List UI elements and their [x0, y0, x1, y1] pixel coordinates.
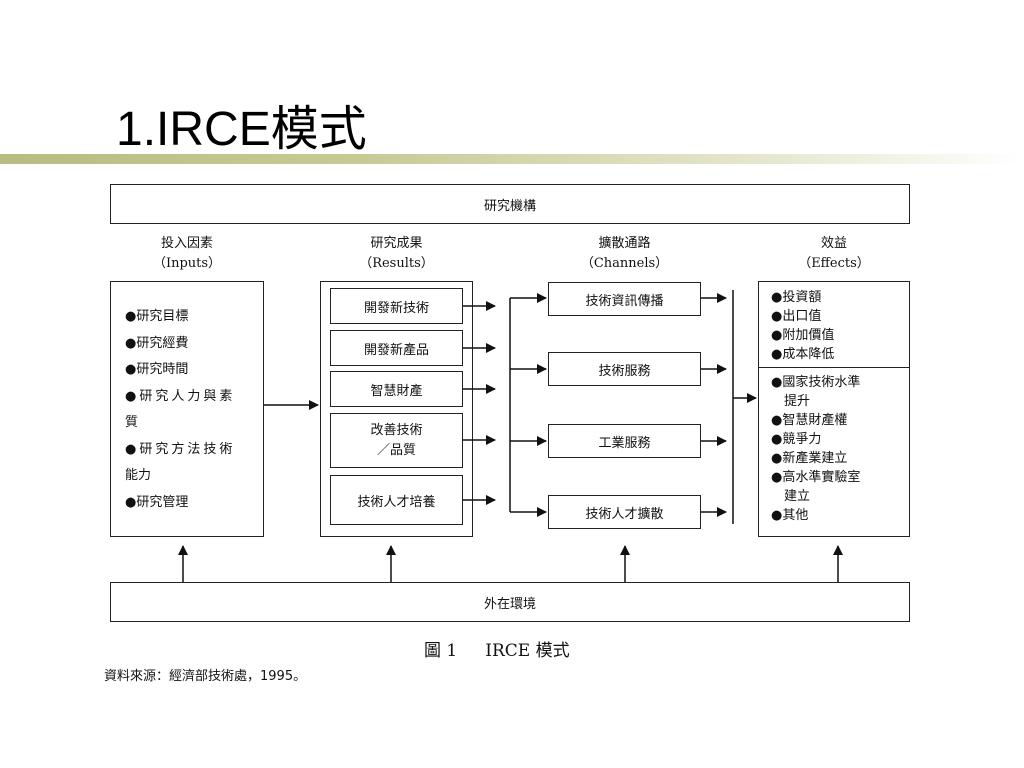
effects-group-economic: ●投資額 ●出口值 ●附加價值 ●成本降低 — [771, 288, 834, 364]
list-item: ●研究經費 — [125, 335, 189, 351]
result-label: 改善技術 — [370, 422, 423, 438]
inputs-subtitle: （Inputs） — [152, 256, 222, 271]
list-item: ●高水準實驗室 — [771, 470, 861, 485]
list-item: 質 — [125, 415, 139, 430]
inputs-header: 投入因素 （Inputs） — [110, 234, 264, 274]
effects-subtitle: （Effects） — [798, 256, 870, 271]
effects-header: 效益 （Effects） — [758, 234, 910, 274]
inputs-list: ●研究目標 ●研究經費 ●研究時間 ●研究人力與素 質 ●研究方法技術 能力 ●… — [125, 304, 235, 516]
result-item: 改善技術 ／品質 — [330, 413, 463, 468]
result-item: 開發新技術 — [330, 288, 463, 324]
inputs-title: 投入因素 — [160, 236, 213, 251]
inputs-box: ●研究目標 ●研究經費 ●研究時間 ●研究人力與素 質 ●研究方法技術 能力 ●… — [110, 281, 264, 537]
list-item: ●研究管理 — [125, 494, 189, 510]
list-item: ●研究時間 — [125, 362, 189, 377]
channels-subtitle: （Channels） — [580, 256, 669, 271]
result-label: 技術人才培養 — [357, 494, 436, 510]
list-item: ●國家技術水準 — [771, 375, 861, 390]
channel-item: 工業服務 — [548, 424, 701, 458]
channel-label: 技術人才擴散 — [585, 506, 664, 522]
result-item: 開發新產品 — [330, 330, 463, 366]
channel-label: 技術服務 — [598, 363, 651, 379]
list-item: 建立 — [784, 489, 811, 504]
effects-group-technology: ●國家技術水準 提升 ●智慧財產權 ●競爭力 ●新產業建立 ●高水準實驗室 建立… — [771, 373, 860, 525]
list-item: ●研究目標 — [125, 309, 189, 324]
list-item: ●競爭力 — [771, 432, 822, 447]
channel-item: 技術人才擴散 — [548, 495, 701, 529]
source-note: 資料來源：經濟部技術處，1995。 — [104, 669, 307, 684]
research-institution-label: 研究機構 — [483, 198, 536, 214]
list-item: ●附加價值 — [771, 328, 835, 343]
results-header: 研究成果 （Results） — [320, 234, 473, 274]
result-label: 開發新技術 — [363, 300, 429, 316]
channel-label: 技術資訊傳播 — [585, 293, 664, 309]
results-title: 研究成果 — [370, 236, 423, 251]
figure-caption: 圖 1 IRCE 模式 — [424, 636, 570, 661]
list-item: ●新產業建立 — [771, 451, 848, 466]
figure-title: IRCE 模式 — [485, 641, 570, 661]
results-subtitle: （Results） — [359, 256, 434, 271]
result-label: 智慧財產 — [370, 383, 423, 399]
channel-item: 技術服務 — [548, 352, 701, 386]
result-label: 開發新產品 — [363, 342, 429, 358]
effects-title: 效益 — [820, 236, 847, 251]
channels-header: 擴散通路 （Channels） — [548, 234, 701, 274]
list-item: ●研究人力與素 — [125, 388, 236, 404]
list-item: ●投資額 — [771, 290, 822, 305]
channels-title: 擴散通路 — [598, 236, 651, 251]
list-item: ●其他 — [771, 508, 809, 523]
list-item: ●出口值 — [771, 309, 822, 324]
result-label: ／品質 — [376, 442, 416, 458]
title-underline — [0, 154, 1024, 164]
research-institution-box: 研究機構 — [110, 184, 910, 224]
external-environment-label: 外在環境 — [483, 596, 536, 612]
effects-divider — [759, 367, 909, 368]
channel-label: 工業服務 — [598, 435, 651, 451]
list-item: ●研究方法技術 — [125, 441, 236, 457]
channel-item: 技術資訊傳播 — [548, 282, 701, 316]
effects-box: ●投資額 ●出口值 ●附加價值 ●成本降低 ●國家技術水準 提升 ●智慧財產權 … — [758, 281, 910, 537]
list-item: ●成本降低 — [771, 347, 835, 362]
slide-title: 1.IRCE模式 — [116, 103, 367, 156]
list-item: ●智慧財產權 — [771, 413, 848, 428]
result-item: 技術人才培養 — [330, 475, 463, 525]
figure-label: 圖 1 — [424, 641, 458, 661]
external-environment-box: 外在環境 — [110, 582, 910, 622]
list-item: 能力 — [125, 468, 152, 483]
result-item: 智慧財產 — [330, 371, 463, 407]
list-item: 提升 — [784, 394, 811, 409]
